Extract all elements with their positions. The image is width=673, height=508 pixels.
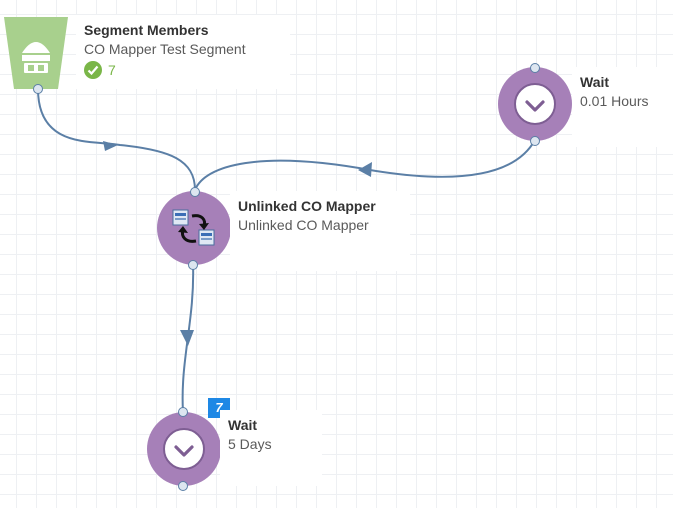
segment-title: Segment Members (84, 22, 209, 38)
wait-bottom-subtitle: 5 Days (228, 436, 272, 452)
arrow-wait-to-mapper (358, 162, 372, 177)
connector-segment-to-mapper[interactable] (37, 88, 196, 191)
clock-icon (525, 100, 545, 112)
mapper-subtitle: Unlinked CO Mapper (238, 217, 369, 233)
connector-wait-to-mapper[interactable] (194, 139, 536, 191)
wait-top-title: Wait (580, 74, 610, 90)
wait-top-label-card: Wait 0.01 Hours (572, 67, 673, 147)
co-mapper-icon (172, 209, 215, 246)
clock-icon (174, 445, 194, 457)
wait-bottom-input-port[interactable] (178, 407, 188, 417)
wait-bottom-title: Wait (228, 417, 258, 433)
segment-count-row: 7 (84, 61, 282, 79)
wait-bottom-output-port[interactable] (178, 481, 188, 491)
wait-top-subtitle: 0.01 Hours (580, 93, 649, 109)
check-circle-icon (84, 61, 102, 79)
mapper-label-card: Unlinked CO Mapper Unlinked CO Mapper (230, 191, 410, 271)
mapper-circle[interactable] (157, 191, 231, 265)
arrow-segment-to-mapper (103, 141, 118, 151)
mapper-title: Unlinked CO Mapper (238, 198, 376, 214)
wait-top-circle[interactable] (498, 67, 572, 141)
mapper-output-port[interactable] (188, 260, 198, 270)
wait-top-output-port[interactable] (530, 136, 540, 146)
arrow-mapper-to-wait (180, 330, 194, 346)
segment-label-card: Segment Members CO Mapper Test Segment 7 (76, 15, 290, 89)
wait-top-input-port[interactable] (530, 63, 540, 73)
segment-member-count: 7 (108, 62, 116, 78)
segment-subtitle: CO Mapper Test Segment (84, 41, 246, 57)
segment-output-port[interactable] (33, 84, 43, 94)
wait-bottom-circle[interactable] (147, 412, 221, 486)
mapper-input-port[interactable] (190, 187, 200, 197)
wait-bottom-label-card: Wait 5 Days (220, 410, 322, 486)
segment-icon[interactable] (0, 17, 72, 89)
